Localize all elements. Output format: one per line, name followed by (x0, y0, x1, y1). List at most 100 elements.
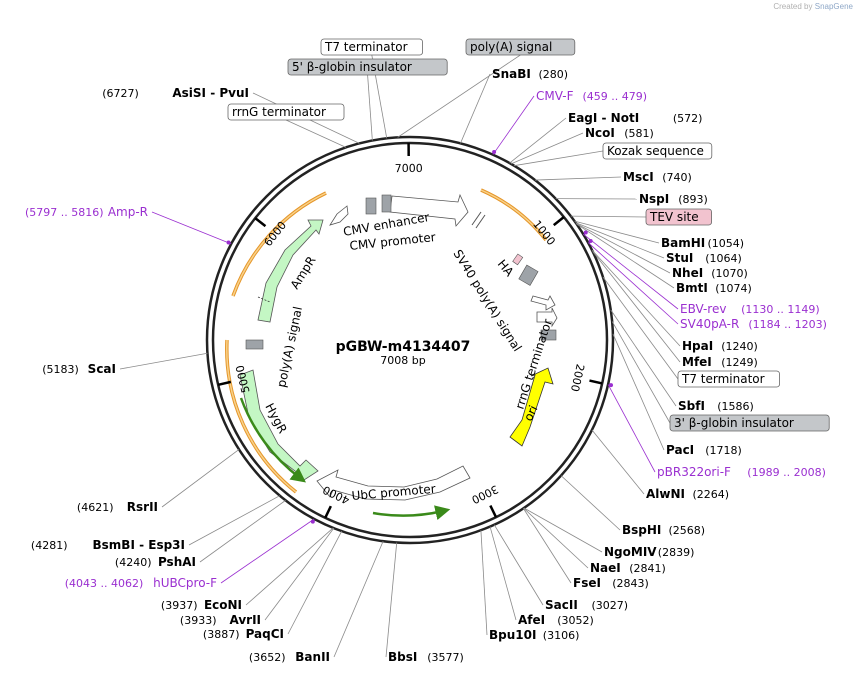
site-label-28: Bpu10I(3106) (489, 628, 579, 642)
feature-arrows (239, 193, 558, 501)
site-label-34: (4043 .. 4062)hUBCpro-F (65, 576, 217, 590)
cmv-promoter-arrow (389, 193, 469, 227)
svg-text:(1184 .. 1203): (1184 .. 1203) (748, 318, 827, 331)
svg-text:(3937): (3937) (161, 599, 198, 612)
site-label-41: (6727) AsiSI - PvuI (102, 86, 249, 100)
svg-text:AsiSI - PvuI: AsiSI - PvuI (172, 86, 249, 100)
site-label-13: SV40pA-R (1184 .. 1203) (680, 317, 827, 331)
leader-line-44 (397, 54, 521, 138)
svg-text:(459 .. 479): (459 .. 479) (583, 90, 648, 103)
site-label-14: HpaI(1240) (682, 339, 758, 353)
svg-text:TEV site: TEV site (649, 210, 699, 224)
svg-text:(1240): (1240) (721, 340, 758, 353)
site-labels: SnaBI(280)CMV-F(459 .. 479)EagI - NotI(5… (25, 38, 830, 664)
svg-text:EagI - NotI: EagI - NotI (568, 111, 639, 125)
site-label-9: StuI(1064) (666, 251, 742, 265)
tick-mark-5000 (217, 380, 232, 387)
svg-text:(1249): (1249) (721, 356, 758, 369)
site-label-33: (3937)EcoNI (161, 598, 242, 612)
site-label-22: BspHI (2568) (622, 523, 705, 537)
leader-line-9 (575, 222, 665, 259)
leader-line-40 (285, 119, 347, 148)
leader-line-7 (570, 215, 647, 218)
plasmid-size: 7008 bp (380, 354, 425, 367)
svg-text:MfeI: MfeI (682, 355, 712, 369)
leader-line-20 (607, 384, 656, 473)
svg-text:Bpu10I: Bpu10I (489, 628, 536, 642)
svg-text:(2843): (2843) (612, 577, 649, 590)
leader-line-26 (493, 524, 544, 606)
svg-text:(4043 .. 4062): (4043 .. 4062) (65, 577, 144, 590)
inner-label-sv40: SV40 poly(A) signal (450, 247, 524, 354)
svg-text:(3027): (3027) (592, 599, 629, 612)
tick-label-5000: 5000 (233, 364, 252, 394)
tick-mark-1000 (552, 216, 565, 227)
site-label-12: EBV-rev(1130 .. 1149) (680, 302, 820, 316)
svg-text:NheI: NheI (672, 266, 703, 280)
leader-line-19 (612, 333, 665, 451)
leader-line-27 (489, 526, 517, 621)
inner-label-ori: ori (521, 403, 540, 423)
snapgene-credit: Created by SnapGene (773, 2, 853, 11)
svg-text:(2841): (2841) (629, 562, 666, 575)
tick-label-2000: 2000 (568, 363, 587, 393)
svg-text:(740): (740) (662, 171, 692, 184)
inner-label-ampr: AmpR (288, 254, 319, 292)
svg-text:SV40pA-R: SV40pA-R (680, 317, 739, 331)
svg-text:5' β-globin insulator: 5' β-globin insulator (292, 60, 412, 74)
svg-text:SnaBI: SnaBI (492, 67, 531, 81)
site-label-6: NspI(893) (639, 192, 708, 206)
svg-text:EBV-rev: EBV-rev (680, 302, 726, 316)
site-label-36: (4281)BsmBI - Esp3I (31, 538, 185, 552)
leader-line-31 (287, 530, 343, 635)
site-label-0: SnaBI(280) (492, 67, 568, 81)
svg-text:(2568): (2568) (669, 524, 706, 537)
site-label-11: BmtI(1074) (676, 281, 752, 295)
leader-line-28 (480, 530, 488, 636)
site-label-2: EagI - NotI(572) (568, 111, 702, 125)
svg-text:(5797 .. 5816): (5797 .. 5816) (25, 206, 104, 219)
site-label-1: CMV-F(459 .. 479) (536, 89, 647, 103)
leader-line-15 (592, 251, 681, 363)
svg-text:NcoI: NcoI (585, 126, 615, 140)
polya-box-left (245, 339, 264, 350)
site-label-3: NcoI(581) (585, 126, 654, 140)
site-label-30: (3652)BanII (249, 650, 330, 664)
leader-line-35 (199, 500, 286, 563)
svg-text:BspHI: BspHI (622, 523, 661, 537)
leader-line-8 (574, 220, 660, 244)
svg-text:FseI: FseI (573, 576, 601, 590)
svg-text:T7 terminator: T7 terminator (681, 372, 765, 386)
leader-lines (119, 54, 681, 658)
site-label-37: (4621)RsrII (77, 500, 158, 514)
sv40-polya-box (518, 264, 539, 286)
svg-text:(6727): (6727) (102, 87, 139, 100)
tick-label-1000: 1000 (530, 218, 558, 248)
leader-line-16 (602, 276, 679, 380)
site-label-35: (4240)PshAI (115, 555, 196, 569)
leader-line-24 (523, 507, 589, 569)
leader-line-34 (220, 518, 315, 584)
svg-text:ScaI: ScaI (88, 362, 116, 376)
svg-text:pBR322ori-F: pBR322ori-F (657, 465, 731, 479)
tick-mark-2000 (589, 379, 603, 385)
svg-text:BanII: BanII (295, 650, 330, 664)
leader-line-29 (385, 542, 398, 658)
leader-line-42 (367, 74, 373, 141)
svg-text:MscI: MscI (623, 170, 654, 184)
insulator-box (540, 329, 557, 341)
site-label-5: MscI (740) (623, 170, 692, 184)
backbone (205, 135, 615, 545)
svg-text:(3933): (3933) (180, 614, 217, 627)
ha-box (512, 253, 524, 266)
site-label-15: MfeI (1249) (682, 355, 758, 369)
leader-line-25 (523, 508, 572, 584)
svg-text:AlwNI: AlwNI (646, 487, 685, 501)
site-label-8: BamHI(1054) (661, 236, 744, 250)
svg-text:(4621): (4621) (77, 501, 114, 514)
leader-line-13 (587, 242, 679, 325)
site-label-17: SbfI(1586) (678, 399, 754, 413)
svg-text:PacI: PacI (666, 443, 694, 457)
leader-line-10 (576, 223, 671, 274)
